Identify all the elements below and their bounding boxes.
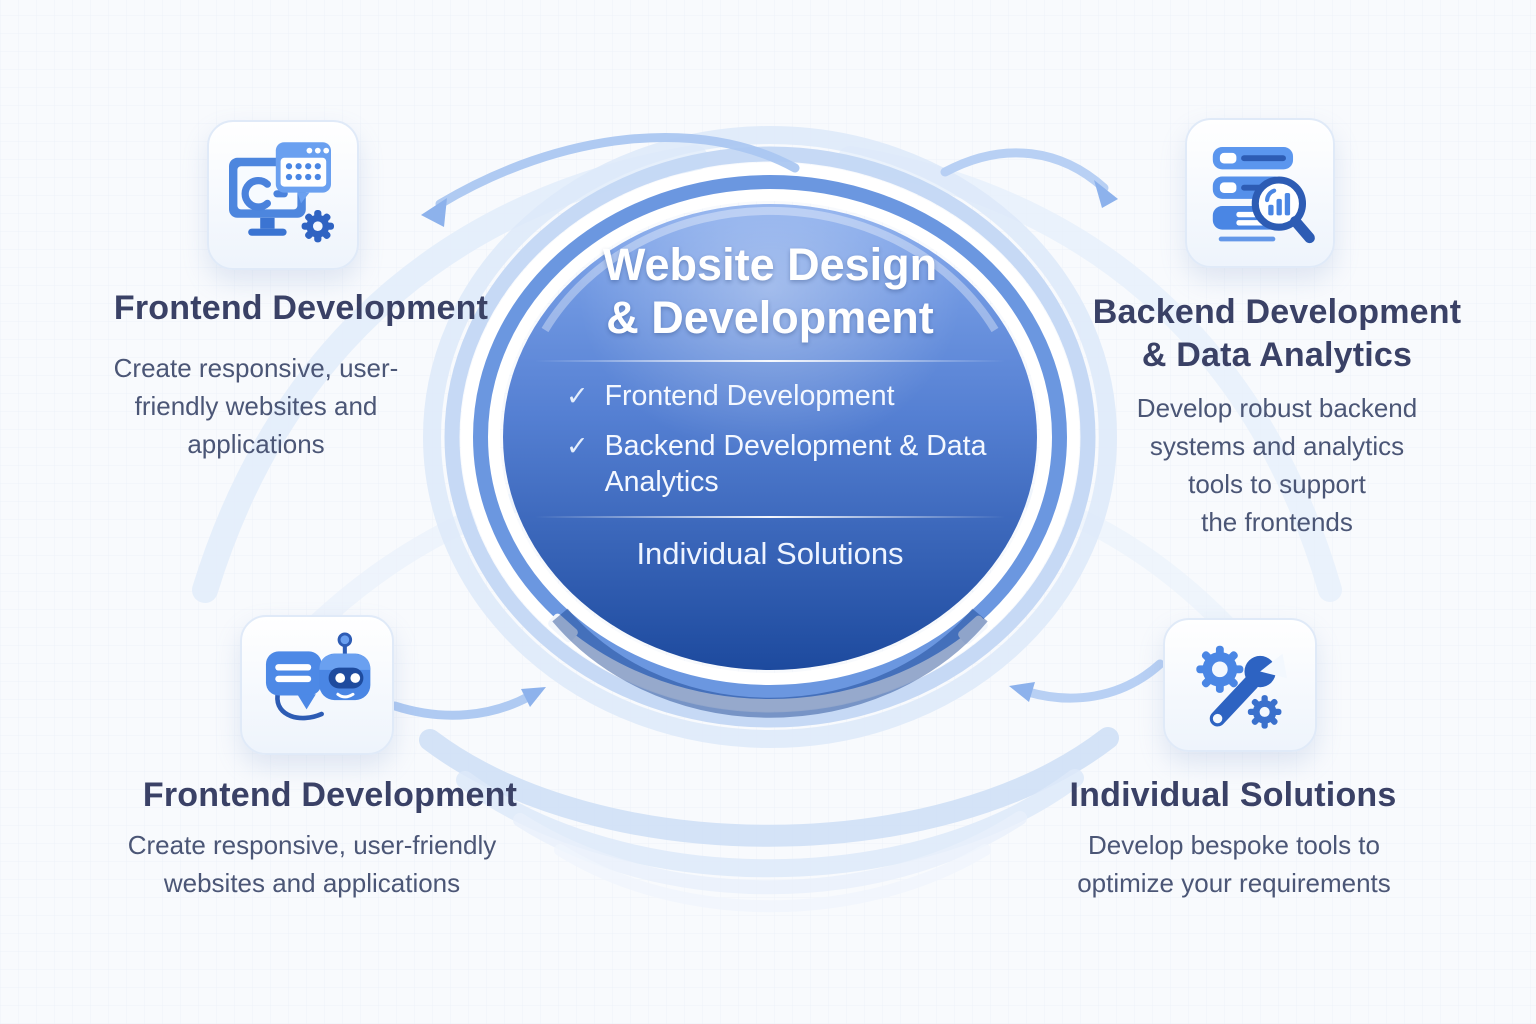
description-line: systems and analytics bbox=[1149, 431, 1405, 461]
description-line: Develop bespoke tools to bbox=[1088, 830, 1380, 860]
description-line: Develop robust backend bbox=[1136, 393, 1418, 423]
curved-arrow-bottom-left bbox=[390, 687, 546, 720]
checklist-item-label: Backend Development & Data Analytics bbox=[604, 430, 987, 498]
section-title-top-left: Frontend Development bbox=[113, 289, 489, 327]
section-description-bottom-left: Create responsive, user-friendly website… bbox=[112, 826, 512, 902]
gear-icon bbox=[1247, 695, 1282, 729]
center-footer-label: Individual Solutions bbox=[636, 536, 904, 571]
section-description-top-right: Develop robust backend systems and analy… bbox=[1127, 389, 1427, 541]
center-title: Website Design & Development bbox=[500, 238, 1040, 344]
center-title-line1: Website Design bbox=[602, 239, 938, 290]
gear-icon bbox=[1196, 645, 1244, 693]
section-description-bottom-right: Develop bespoke tools to optimize your r… bbox=[1060, 826, 1408, 902]
connector-arrows bbox=[390, 132, 1165, 720]
wrench-icon bbox=[1209, 653, 1288, 727]
description-line: optimize your requirements bbox=[1077, 868, 1391, 898]
individual-solutions-card bbox=[1163, 618, 1317, 752]
center-checklist: ✓ Frontend Development ✓ Backend Develop… bbox=[566, 378, 996, 500]
description-line: Create responsive, user-friendly bbox=[127, 830, 497, 860]
title-line: Backend Development bbox=[1092, 293, 1462, 331]
description-line: the frontends bbox=[1201, 507, 1353, 537]
section-title-bottom-left: Frontend Development bbox=[142, 776, 518, 814]
gear-icon bbox=[301, 210, 334, 243]
description-line: tools to support bbox=[1188, 469, 1366, 499]
center-divider-top bbox=[535, 360, 1005, 362]
section-title-top-right: Backend Development & Data Analytics bbox=[1037, 291, 1517, 377]
title-line: & Data Analytics bbox=[1141, 336, 1413, 374]
description-line: websites and applications bbox=[163, 868, 461, 898]
frontend-development-card-top bbox=[207, 120, 359, 270]
checklist-item: ✓ Frontend Development bbox=[566, 378, 996, 414]
description-line: Create responsive, user- bbox=[113, 353, 399, 383]
section-title-bottom-right: Individual Solutions bbox=[1069, 776, 1397, 814]
center-content: Website Design & Development ✓ Frontend … bbox=[500, 238, 1040, 572]
gears-wrench-icon bbox=[1196, 645, 1288, 729]
magnifier-icon bbox=[1251, 176, 1315, 244]
description-line: friendly websites and bbox=[134, 391, 378, 421]
checklist-item: ✓ Backend Development & Data Analytics bbox=[566, 428, 996, 500]
check-icon: ✓ bbox=[566, 381, 589, 411]
center-divider-bottom bbox=[535, 516, 1005, 518]
server-analytics-icon bbox=[1212, 146, 1315, 244]
check-icon: ✓ bbox=[566, 431, 589, 461]
curved-arrow-top-right bbox=[940, 148, 1118, 208]
curved-arrow-bottom-right bbox=[1009, 659, 1165, 703]
checklist-item-label: Frontend Development bbox=[604, 380, 895, 412]
backend-analytics-card bbox=[1185, 118, 1335, 268]
section-description-top-left: Create responsive, user- friendly websit… bbox=[106, 349, 406, 463]
chat-robot-icon bbox=[265, 632, 371, 721]
curved-arrow-top-left bbox=[421, 132, 800, 227]
center-circle bbox=[503, 204, 1037, 718]
wave-shapes bbox=[419, 727, 1119, 913]
frontend-development-card-bottom bbox=[240, 615, 394, 755]
monitor-code-icon bbox=[229, 142, 334, 243]
description-line: applications bbox=[187, 429, 325, 459]
center-title-line2: & Development bbox=[606, 292, 934, 343]
